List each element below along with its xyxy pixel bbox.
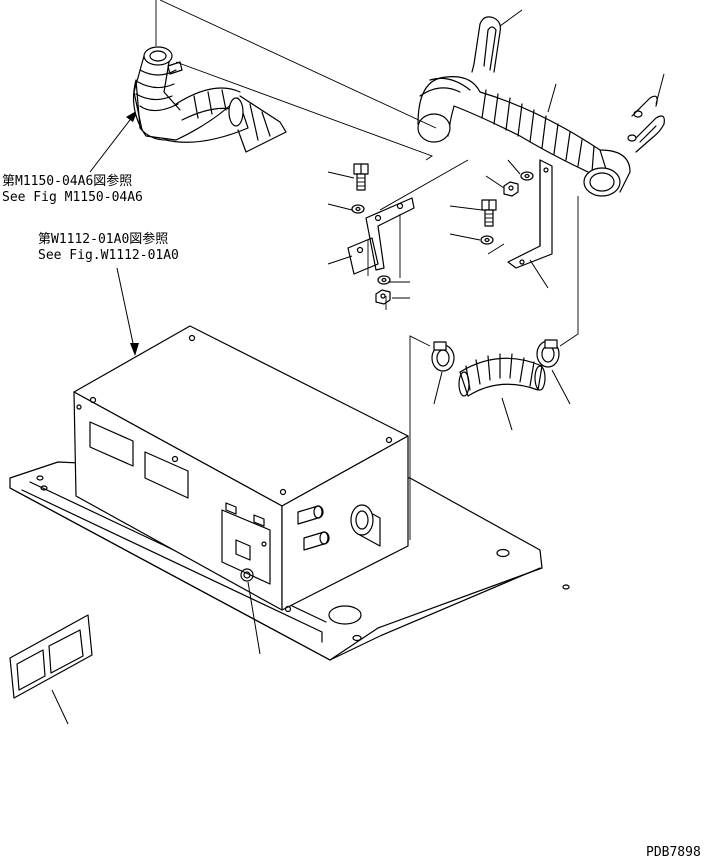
routing-lines [155,0,579,540]
right-bracket [507,159,553,269]
coolant-pipe-upper [297,505,324,525]
left-bracket [347,197,415,275]
base-plate-hole [328,605,362,625]
leader-lines [51,9,665,725]
reference-w1112-en: See Fig.W1112-01A0 [38,248,179,263]
reference-m1150-jp: 第M1150-04A6図参照 [2,173,132,189]
coolant-pipe-lower [303,531,330,551]
heater-label-1 [89,421,134,467]
control-switch [235,539,251,561]
u-bolt-upper [471,16,501,73]
heater-unit [73,325,409,613]
washer-middle [480,235,494,245]
duct-outlet [350,504,381,547]
bolt-middle [481,199,497,227]
nut-right [503,181,519,197]
u-bolt-right [627,95,665,153]
reference-arrow-2 [116,267,139,356]
nut-lower [375,289,391,305]
washer-lower [377,275,391,285]
washer-left [351,204,365,214]
control-panel [221,509,271,585]
hose-clamp-left [431,341,455,372]
flexible-hose [458,353,546,397]
control-knob [240,568,254,582]
reference-arrow-1 [89,110,138,173]
hose-clamp-right [536,339,560,368]
drawing-code: PDB7898 [646,845,701,860]
heater-label-2 [144,451,189,499]
duct-hose-clamp [143,46,173,66]
reference-m1150-en: See Fig M1150-04A6 [2,190,143,205]
upper-left-duct [133,46,287,153]
reference-w1112-jp: 第W1112-01A0図参照 [38,231,168,247]
upper-right-duct [417,76,631,197]
caution-label-sheet [9,614,93,699]
washer-right [520,171,534,181]
bolt-left [353,163,369,191]
right-duct-outlet [583,167,621,197]
